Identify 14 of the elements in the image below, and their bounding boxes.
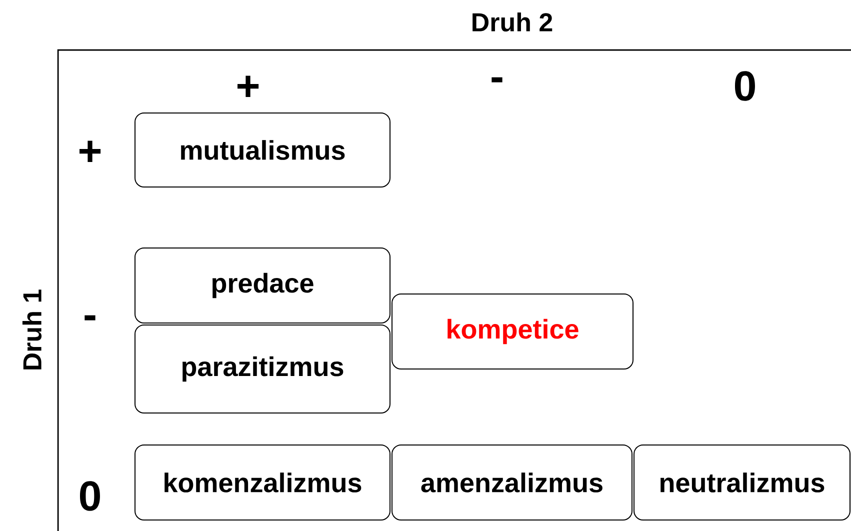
axis-title: Druh 2 [472,12,552,32]
term-box: neutralizmus [634,444,850,520]
sign-label: - [84,315,96,320]
term-box: mutualismus [134,112,390,188]
sign-label: 0 [735,71,755,101]
term-box: kompetice [392,294,634,370]
term-box: predace [134,248,390,324]
axis-title: Druh 1 [22,290,42,370]
sign-label: - [492,77,502,82]
sign-label: 0 [80,481,100,511]
term-box: komenzalizmus [134,444,390,520]
term-box: parazitizmus [134,324,390,414]
sign-label: + [80,140,101,162]
term-box: amenzalizmus [392,444,632,520]
